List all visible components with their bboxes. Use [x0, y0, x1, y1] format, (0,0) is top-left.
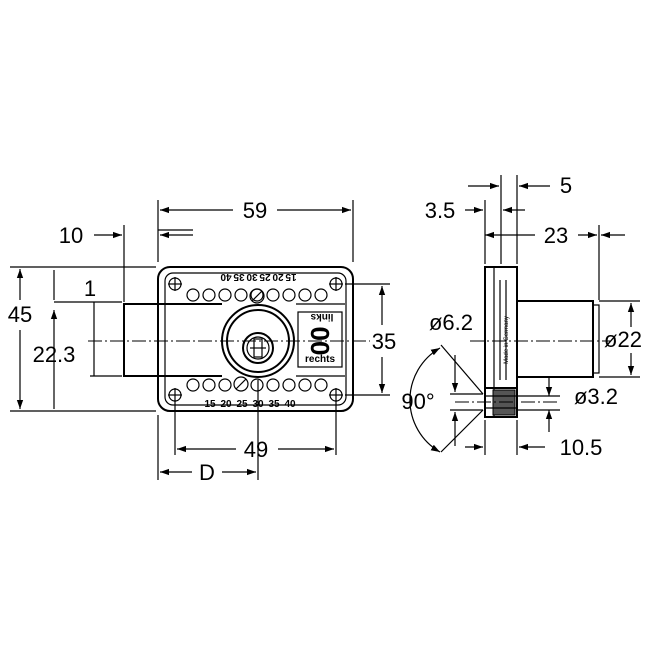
adjustment-holes-bottom — [186, 378, 328, 392]
svg-text:15: 15 — [285, 271, 297, 282]
front-view: 40 35 30 25 20 15 15 20 25 30 35 40 — [88, 266, 370, 412]
svg-text:40: 40 — [284, 399, 296, 410]
svg-text:49: 49 — [244, 437, 268, 462]
svg-text:rechts: rechts — [305, 354, 335, 365]
svg-text:20: 20 — [272, 271, 284, 282]
dim-ø6.2: ø6.2 — [429, 310, 483, 446]
dim-ø3.2: ø3.2 — [517, 378, 618, 432]
svg-text:35: 35 — [372, 329, 396, 354]
bolt-body — [123, 303, 159, 377]
svg-text:59: 59 — [243, 198, 267, 223]
svg-text:Made in Germany: Made in Germany — [504, 316, 510, 364]
svg-text:35: 35 — [268, 399, 280, 410]
svg-text:30: 30 — [246, 271, 258, 282]
svg-text:ø3.2: ø3.2 — [574, 384, 618, 409]
adjust-screw — [249, 288, 265, 304]
adjust-screw — [233, 376, 249, 392]
dim-5: 5 — [468, 173, 572, 264]
svg-text:22.3: 22.3 — [33, 342, 76, 367]
dim-23: 23 — [485, 223, 625, 300]
dim-1: 1 — [53, 270, 122, 303]
svg-text:5: 5 — [560, 173, 572, 198]
dim-45: 45 — [8, 266, 156, 412]
svg-text:ø22: ø22 — [604, 327, 642, 352]
svg-text:90°: 90° — [401, 389, 434, 414]
mounting-hole — [329, 388, 343, 402]
adjustment-holes-top — [186, 288, 328, 302]
svg-text:25: 25 — [259, 271, 271, 282]
svg-text:links: links — [310, 311, 333, 322]
mounting-hole — [168, 388, 182, 402]
svg-text:ø6.2: ø6.2 — [429, 310, 473, 335]
svg-text:23: 23 — [544, 223, 568, 248]
svg-text:3.5: 3.5 — [425, 198, 456, 223]
dim-D: D — [157, 380, 259, 485]
dim-35: 35 — [345, 283, 396, 396]
dim-90deg: 90° — [401, 344, 484, 453]
side-view: Made in Germany — [455, 266, 610, 418]
mounting-hole — [168, 277, 182, 291]
dim-3.5: 3.5 — [425, 198, 525, 264]
mounting-hole — [329, 277, 343, 291]
svg-text:1: 1 — [84, 276, 96, 301]
dim-ø22: ø22 — [599, 300, 642, 378]
dim-10: 10 — [59, 223, 193, 302]
svg-text:45: 45 — [8, 302, 32, 327]
dim-59: 59 — [157, 198, 354, 262]
svg-text:10: 10 — [59, 223, 83, 248]
svg-text:25: 25 — [236, 399, 248, 410]
svg-text:15: 15 — [204, 399, 216, 410]
dim-22.3: 22.3 — [33, 302, 122, 409]
direction-plate: links 00 rechts — [297, 311, 343, 368]
dim-49: 49 — [174, 400, 337, 462]
svg-text:40: 40 — [220, 271, 232, 282]
dim-10.5: 10.5 — [465, 420, 602, 460]
svg-text:10.5: 10.5 — [560, 435, 603, 460]
svg-text:D: D — [199, 460, 215, 485]
svg-text:35: 35 — [233, 271, 245, 282]
svg-text:20: 20 — [220, 399, 232, 410]
scale-top: 40 35 30 25 20 15 — [220, 271, 297, 282]
